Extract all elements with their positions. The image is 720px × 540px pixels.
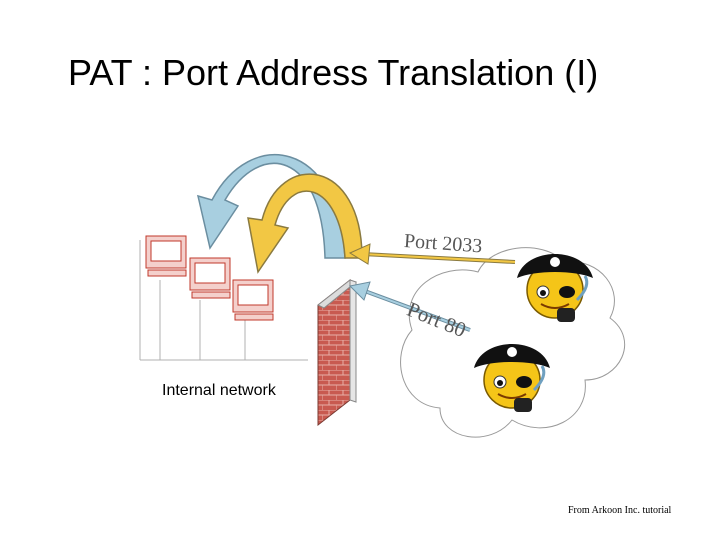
outgoing-port-arrow (348, 243, 516, 265)
yellow-curved-arrow (247, 173, 363, 274)
source-credit: From Arkoon Inc. tutorial (568, 505, 672, 516)
incoming-port-arrow (348, 281, 471, 332)
pirate-hacker-icon (474, 344, 550, 412)
computer-icon (145, 235, 187, 277)
slide-title: PAT : Port Address Translation (I) (68, 52, 599, 93)
computer-icon (232, 279, 274, 321)
internal-network-label: Internal network (162, 382, 276, 399)
computer-icon (189, 257, 231, 299)
pirate-hacker-icon (517, 254, 593, 322)
internal-network-lines (139, 240, 308, 361)
firewall-icon (317, 278, 358, 427)
